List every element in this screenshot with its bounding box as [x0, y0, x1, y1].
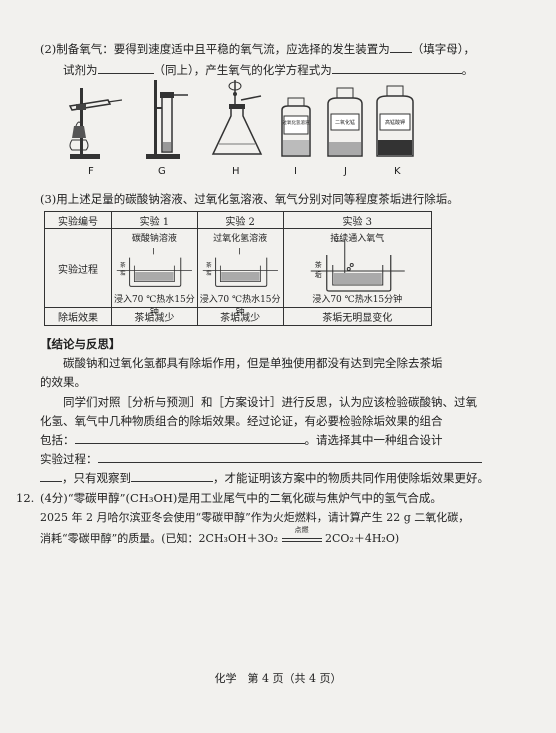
conclusion-p2d-text: 实验过程：	[40, 452, 98, 466]
label-f: F	[88, 166, 94, 177]
q2-line1: (2)制备氧气：要得到速度适中且平稳的氧气流，应选择的发生装置为 （填字母），	[40, 41, 475, 57]
exp3-process-cell: 持续通入氧气 茶垢 浸入70 ℃热水15分钟	[282, 228, 432, 308]
q3-intro: (3)用上述足量的碳酸钠溶液、过氧化氢溶液、氧气分别对同等程度茶垢进行除垢。	[40, 192, 459, 206]
row-label-process: 实验过程	[44, 228, 112, 308]
svg-text:茶: 茶	[120, 261, 126, 269]
table-header-exp3: 实验 3	[282, 211, 432, 229]
svg-text:垢: 垢	[314, 271, 321, 279]
exp1-process-cell: 碳酸钠溶液 茶垢 浸入70 ℃热水15分钟	[111, 228, 198, 318]
q12-number: 12.	[16, 491, 35, 505]
table-header-exp2: 实验 2	[196, 211, 284, 229]
apparatus-g-icon	[140, 78, 200, 160]
exp1-result: 茶垢减少	[111, 307, 198, 326]
row-label-result: 除垢效果	[44, 307, 112, 326]
bottle-i-label: 过氧化氢溶液	[283, 119, 310, 126]
q12-line3-tail: 2CO₂＋4H₂O)	[325, 532, 400, 545]
exp2-result: 茶垢减少	[196, 307, 284, 326]
answer-blank-procedure[interactable]	[97, 451, 482, 463]
bottle-k-icon: 高锰酸钾	[371, 78, 419, 160]
answer-blank-reagent[interactable]	[97, 62, 154, 74]
svg-text:垢: 垢	[120, 269, 126, 277]
exp1-condition: 浸入70 ℃热水15分钟	[113, 295, 195, 318]
conclusion-p1b: 的效果。	[40, 375, 86, 389]
q2-text-2a: 试剂为	[63, 63, 98, 77]
answer-blank-equation[interactable]	[331, 62, 462, 74]
label-i: I	[294, 166, 297, 177]
apparatus-h-icon	[205, 78, 269, 160]
svg-text:垢: 垢	[206, 269, 212, 277]
q12-line1: (4分)“零碳甲醇”(CH₃OH)是用工业尾气中的二氧化碳与焦炉气中的氢气合成。	[40, 491, 442, 505]
q2-text-2-end: 。	[461, 63, 474, 77]
conclusion-p2c-tail: 。请选择其中一种组合设计	[304, 433, 443, 447]
reaction-arrow: 点燃	[281, 526, 322, 542]
label-j: J	[344, 166, 347, 177]
answer-blank-procedure-cont[interactable]	[40, 470, 62, 482]
bottle-i-icon: 过氧化氢溶液	[274, 78, 318, 160]
conclusion-p2e-tail: ，才能证明该方案中的物质共同作用使除垢效果更好。	[213, 471, 489, 485]
experiment-table: 实验编号 实验 1 实验 2 实验 3 实验过程 碳酸钠溶液 茶垢	[44, 211, 432, 326]
label-k: K	[394, 166, 401, 177]
exp1-reagent: 碳酸钠溶液	[131, 234, 177, 244]
exp2-reagent: 过氧化氢溶液	[213, 234, 268, 244]
q2-text-1-tail: （填字母），	[411, 42, 476, 56]
table-header-id: 实验编号	[44, 211, 112, 229]
conclusion-p2d: 实验过程：	[40, 451, 482, 467]
q2-line2: 试剂为 （同上），产生氧气的化学方程式为 。	[63, 62, 473, 78]
exp2-condition: 浸入70 ℃热水15分钟	[199, 295, 281, 318]
svg-text:茶: 茶	[206, 261, 212, 269]
bottle-j-label: 二氧化锰	[335, 119, 355, 126]
bottle-k-label: 高锰酸钾	[385, 119, 405, 126]
exp3-result: 茶垢无明显变化	[282, 307, 432, 326]
beaker-icon: 茶垢	[202, 248, 278, 287]
answer-blank-device[interactable]	[389, 41, 412, 53]
exp2-process-cell: 过氧化氢溶液 茶垢 浸入70 ℃热水15分钟	[196, 228, 284, 318]
answer-blank-combination[interactable]	[74, 432, 305, 444]
q12-line3-text: 消耗“零碳甲醇”的质量。(已知：2CH₃OH＋3O₂	[40, 532, 278, 545]
conclusion-p2e: ，只有观察到 ，才能证明该方案中的物质共同作用使除垢效果更好。	[40, 470, 489, 486]
q2-text-2b: （同上），产生氧气的化学方程式为	[153, 63, 332, 77]
page-footer: 化学 第 4 页（共 4 页）	[214, 672, 342, 685]
conclusion-p1a: 碳酸钠和过氧化氢都具有除垢作用，但是单独使用都没有达到完全除去茶垢	[63, 356, 443, 370]
beaker-oxygen-icon: 茶垢	[310, 237, 405, 292]
label-h: H	[232, 166, 240, 177]
bottle-j-icon: 二氧化锰	[322, 78, 368, 160]
conclusion-p2c: 包括： 。请选择其中一种组合设计	[40, 432, 443, 448]
q12-line2: 2025 年 2 月哈尔滨亚冬会使用“零碳甲醇”作为火炬燃料，请计算产生 22 …	[40, 511, 470, 524]
answer-blank-observation[interactable]	[131, 470, 213, 482]
exp3-reagent: 持续通入氧气	[330, 234, 385, 244]
q12-line3: 消耗“零碳甲醇”的质量。(已知：2CH₃OH＋3O₂ 点燃 2CO₂＋4H₂O)	[40, 526, 400, 547]
label-g: G	[158, 166, 166, 177]
exp3-condition: 浸入70 ℃热水15分钟	[312, 295, 403, 305]
conclusion-p2e-text: ，只有观察到	[62, 471, 131, 485]
table-header-exp1: 实验 1	[111, 211, 198, 229]
beaker-icon: 茶垢	[116, 248, 192, 287]
conclusion-p2b: 化氢、氧气中几种物质组合的除垢效果。经过论证，有必要检验除垢效果的组合	[40, 414, 443, 428]
q2-text-1: (2)制备氧气：要得到速度适中且平稳的氧气流，应选择的发生装置为	[40, 42, 390, 56]
apparatus-f-icon	[62, 78, 123, 160]
conclusion-p2a: 同学们对照［分析与预测］和［方案设计］进行反思，认为应该检验碳酸钠、过氧	[63, 395, 477, 409]
reaction-condition: 点燃	[294, 526, 309, 534]
svg-text:茶: 茶	[314, 260, 321, 269]
conclusion-heading: 【结论与反思】	[40, 337, 121, 351]
conclusion-p2c-text: 包括：	[40, 433, 75, 447]
